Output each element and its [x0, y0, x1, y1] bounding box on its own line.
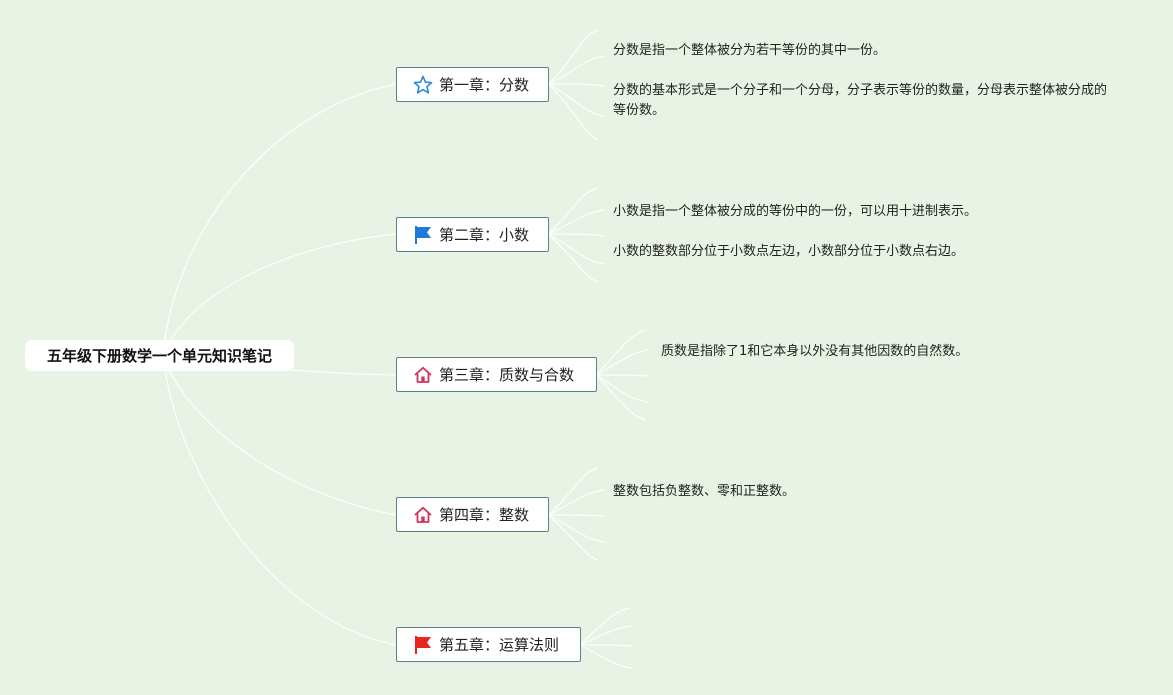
chapter-4-node[interactable]: 第四章：整数 [396, 497, 549, 532]
chapter-1-note-1: 分数是指一个整体被分为若干等份的其中一份。 [613, 43, 887, 58]
chapter-2-note-1: 小数是指一个整体被分成的等份中的一份，可以用十进制表示。 [613, 204, 978, 219]
star-outline-icon [413, 75, 433, 95]
chapter-4-title: 第四章：整数 [439, 506, 530, 524]
root-topic[interactable]: 五年级下册数学一个单元知识笔记 [25, 340, 294, 371]
chapter-4-note-1: 整数包括负整数、零和正整数。 [613, 484, 796, 499]
chapter-2-note-2: 小数的整数部分位于小数点左边，小数部分位于小数点右边。 [613, 244, 965, 259]
chapter-3-note-1: 质数是指除了1和它本身以外没有其他因数的自然数。 [661, 344, 969, 359]
chapter-3-title: 第三章：质数与合数 [439, 366, 575, 384]
chapter-1-title: 第一章：分数 [439, 76, 530, 94]
chapter-5-title: 第五章：运算法则 [439, 636, 560, 654]
chapter-5-node[interactable]: 第五章：运算法则 [396, 627, 581, 662]
house-icon [413, 505, 433, 525]
chapter-1-node[interactable]: 第一章：分数 [396, 67, 549, 102]
chapter-2-title: 第二章：小数 [439, 226, 530, 244]
house-icon [413, 365, 433, 385]
blue-flag-icon [413, 225, 433, 245]
chapter-1-note-2: 分数的基本形式是一个分子和一个分母，分子表示等份的数量，分母表示整体被分成的等份… [613, 83, 1108, 118]
root-topic-label: 五年级下册数学一个单元知识笔记 [46, 347, 272, 365]
chapter-3-node[interactable]: 第三章：质数与合数 [396, 357, 597, 392]
chapter-2-node[interactable]: 第二章：小数 [396, 217, 549, 252]
red-flag-icon [413, 635, 433, 655]
